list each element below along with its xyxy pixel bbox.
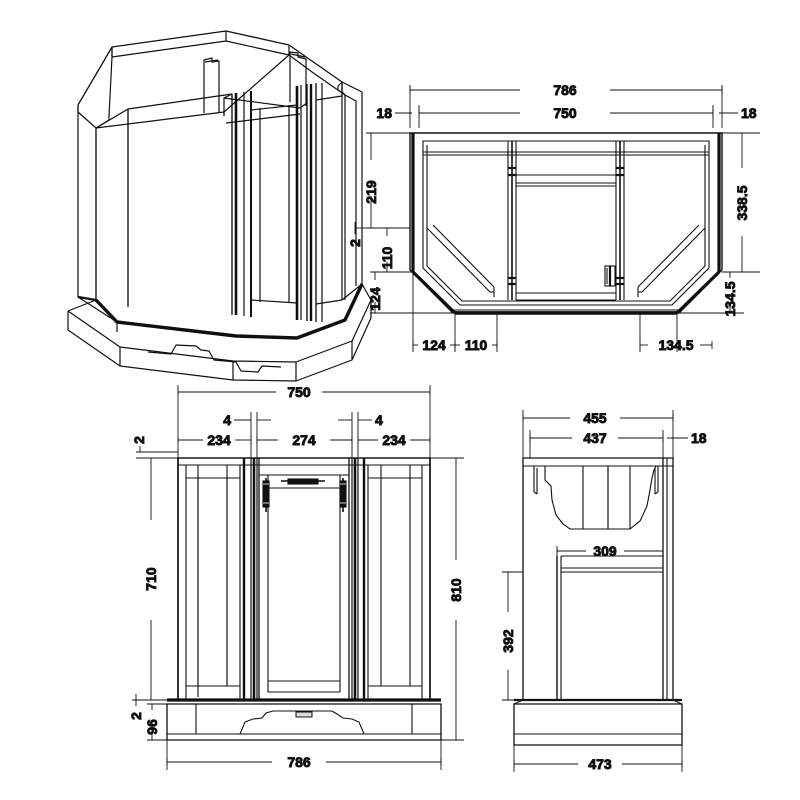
front-dim-2-bottom-label: 2: [128, 712, 144, 720]
side-dim-18-label: 18: [691, 430, 707, 446]
front-dim-4-left-label: 4: [223, 412, 231, 428]
plan-hinge: [604, 265, 616, 287]
plan-dim-3385-label: 338.5: [734, 185, 750, 220]
side-dim-473-label: 473: [588, 756, 612, 772]
plan-dim-786-label: 786: [553, 82, 577, 98]
front-handle-right: [339, 478, 347, 512]
plan-dim-1345h-label: 134.5: [658, 337, 693, 353]
plan-dim-18-left-label: 18: [376, 105, 392, 121]
plan-dim-124h-label: 124: [422, 337, 446, 353]
iso-bracket-left-top: [204, 59, 219, 63]
plan-dim-1345v-label: 134.5: [722, 281, 738, 316]
iso-shelf-join: [223, 93, 233, 99]
side-basin-lip-l3: [533, 491, 538, 495]
iso-rim-inner-r: [337, 81, 346, 96]
plan-dim-219-label: 219: [363, 180, 379, 204]
side-dim-309-label: 309: [593, 543, 617, 559]
plan-diag-right-b: [637, 224, 700, 288]
view-plan: [409, 132, 723, 315]
iso-plinth-edge-a: [67, 299, 97, 312]
iso-shelf-join2: [299, 102, 308, 109]
front-dim-786-label: 786: [287, 754, 311, 770]
iso-right-side-face: [341, 81, 363, 301]
plan-dim-110h-label: 110: [465, 337, 488, 353]
front-dim-234-right-label: 234: [382, 432, 406, 448]
iso-left-outer: [77, 105, 118, 332]
plan-inner-outline2: [426, 145, 706, 302]
side-dim-455-label: 455: [583, 410, 607, 426]
iso-rim-inner-l: [95, 56, 113, 129]
side-dim-392-label: 392: [500, 629, 516, 653]
front-dim-274-label: 274: [292, 432, 316, 448]
plan-diag-left-a: [426, 227, 491, 293]
iso-plinth-scallop: [147, 344, 282, 373]
iso-r-botrail: [315, 299, 343, 305]
iso-bracket-left: [203, 57, 220, 113]
iso-interior-back-r: [288, 45, 346, 96]
front-dim-710-label: 710: [143, 567, 159, 591]
plan-dim-18-right-label: 18: [741, 105, 757, 121]
side-plinth-chamfer-l: [513, 699, 524, 705]
front-dim-2-top-label: 2: [131, 436, 147, 444]
front-dimensions: 750 4 4 234 274 234 2: [128, 384, 465, 771]
plan-dim-124v-label: 124: [367, 287, 383, 311]
front-drawer-handle: [281, 478, 325, 485]
front-plinth-scallop: [196, 710, 412, 735]
front-dim-4-right-label: 4: [375, 412, 383, 428]
iso-plinth-top-l: [77, 295, 97, 302]
side-basin-lip-r3: [654, 491, 659, 495]
plan-diag-right-a: [641, 227, 706, 293]
plan-dim-110-label: 110: [379, 246, 395, 269]
view-isometric: [67, 30, 372, 382]
side-plinth-chamfer-r: [672, 699, 683, 705]
iso-right-side-inner: [344, 94, 357, 286]
iso-plinth-top-dark: [94, 283, 364, 340]
iso-inner-shelf2: [225, 113, 301, 124]
plan-diag-left-b: [432, 224, 495, 288]
plan-dim-2-label: 2: [347, 239, 363, 247]
front-handle-left: [262, 478, 270, 512]
side-dim-437-label: 437: [583, 430, 607, 446]
iso-bracket-right-top: [290, 53, 306, 58]
plan-wall-bl: [411, 270, 457, 315]
front-plinth-handle: [295, 711, 313, 718]
side-basin-right-profile: [607, 465, 657, 530]
front-dim-96-label: 96: [144, 719, 160, 735]
iso-r-toprail: [315, 95, 343, 101]
front-dim-750-label: 750: [287, 384, 311, 400]
side-dimensions: 455 437 18 309 392 473: [500, 410, 708, 773]
side-basin-left-profile: [544, 466, 609, 530]
front-dim-810-label: 810: [448, 578, 464, 602]
iso-interior-back-l: [223, 54, 290, 113]
plan-wall-br: [675, 270, 721, 315]
plan-dim-750-label: 750: [553, 105, 577, 121]
front-dim-234-left-label: 234: [207, 432, 231, 448]
plan-dimensions: 786 750 18 18 219 2 110: [347, 82, 760, 353]
